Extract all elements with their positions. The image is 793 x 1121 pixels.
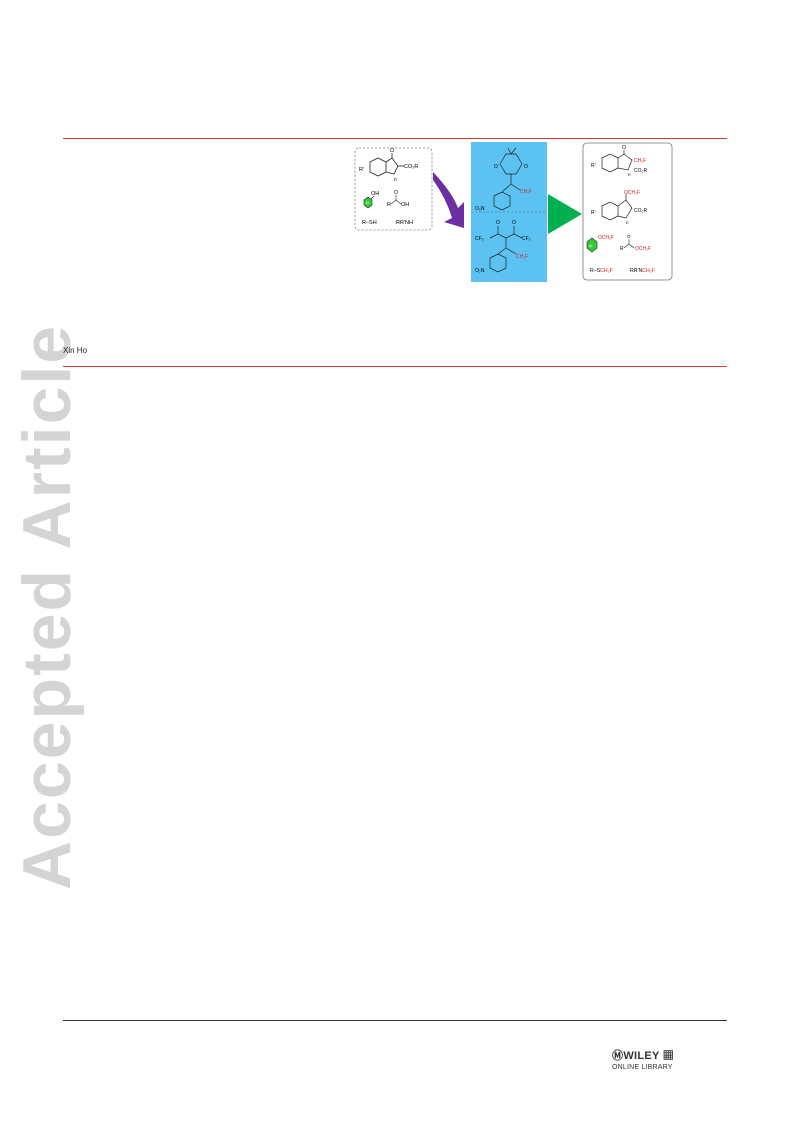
reagent-bottom-oxo-left: O — [496, 220, 500, 226]
substrate-phenol-oh: OH — [371, 191, 379, 197]
product-5: R–SCH₂F — [590, 268, 613, 274]
header-top-rule — [63, 138, 727, 139]
substrate-acid-r: R — [387, 202, 391, 208]
reagent-bottom-oxo-right: O — [512, 220, 516, 226]
substrate-arene-badge — [363, 196, 373, 209]
product-2-ring-n: n — [626, 220, 629, 225]
product-3-fluoro: OCH₂F — [598, 235, 614, 241]
reagent-top-nitro: O₂N — [475, 206, 485, 212]
reagent-top-oxo-right: O — [524, 164, 528, 170]
product-3-arene-badge — [586, 237, 598, 253]
header-bottom-rule — [63, 366, 727, 367]
watermark-text: Accepted Article — [9, 324, 85, 890]
reagent-bottom-cf3-right: CF₃ — [522, 236, 531, 242]
product-6: RR'NCH₂F — [630, 268, 655, 274]
product-1-structure — [601, 150, 633, 173]
product-6-prefix: RR'N — [630, 268, 642, 274]
reagent-bottom-cf3-left: CF₃ — [475, 236, 484, 242]
substrate-arene-label: Ar — [366, 201, 370, 205]
product-5-prefix: R–S — [590, 268, 601, 274]
substrates-box — [354, 147, 433, 231]
product-1-fluoro: CH₂F — [634, 158, 646, 164]
substrate-acid-oxo: O — [394, 190, 398, 196]
product-1-r-prime: R' — [591, 163, 596, 169]
substrate-phenol-bond — [370, 195, 375, 200]
product-4-oxo: O — [627, 234, 631, 239]
reagent-bottom-structure — [489, 226, 523, 273]
substrate-amine: RR'NH — [396, 220, 413, 226]
wiley-mark-icon: Ⓜ — [612, 1050, 624, 1062]
wiley-brand: ⓂWILEY ▦ — [612, 1047, 674, 1063]
product-2-fluoro: OCH₂F — [624, 190, 640, 196]
book-icon: ▦ — [659, 1050, 675, 1062]
substrate-ketone-structure — [369, 153, 404, 177]
reagent-bottom-fluoro: CH₂F — [516, 254, 528, 260]
wiley-online-library-logo: ⓂWILEY ▦ ONLINE LIBRARY — [612, 1047, 674, 1071]
product-2-co2r: CO₂R — [634, 208, 647, 214]
substrate-r-prime: R' — [359, 167, 364, 173]
wiley-subtitle: ONLINE LIBRARY — [612, 1064, 673, 1071]
reagent-top-oxo-left: O — [494, 164, 498, 170]
product-2-r-prime: R' — [591, 210, 596, 216]
graphical-abstract: O R' CO₂R n Ar OH R O OH R–SH RR'NH O O … — [354, 142, 673, 282]
purple-arrow — [433, 172, 464, 228]
reagent-top-fluoro: CH₂F — [520, 189, 532, 195]
reagent-bottom-nitro: O₂N — [475, 268, 485, 274]
author-fragment: Xin Ho — [63, 346, 88, 355]
substrate-co2r: CO₂R — [404, 164, 418, 170]
footer-rule — [63, 1020, 727, 1021]
product-1-ring-n: n — [628, 172, 631, 177]
product-4-r: R — [620, 246, 624, 252]
reagent-top-structure — [493, 147, 523, 211]
green-arrow — [548, 194, 582, 234]
product-1-co2r: CO₂R — [634, 168, 647, 174]
substrate-thiol: R–SH — [362, 220, 377, 226]
wiley-brand-text: WILEY — [623, 1050, 660, 1062]
product-3-arene-label: Ar — [589, 244, 593, 248]
product-6-fluoro: CH₂F — [642, 268, 655, 274]
product-1-oxo: O — [622, 145, 626, 151]
substrate-ring-n: n — [394, 177, 397, 183]
substrate-acid-oh: OH — [401, 202, 409, 208]
product-4-fluoro: OCH₂F — [635, 246, 651, 252]
products-box — [582, 142, 673, 281]
product-5-fluoro: CH₂F — [600, 268, 613, 274]
product-2-structure — [601, 194, 633, 221]
substrate-oxo: O — [390, 148, 395, 154]
